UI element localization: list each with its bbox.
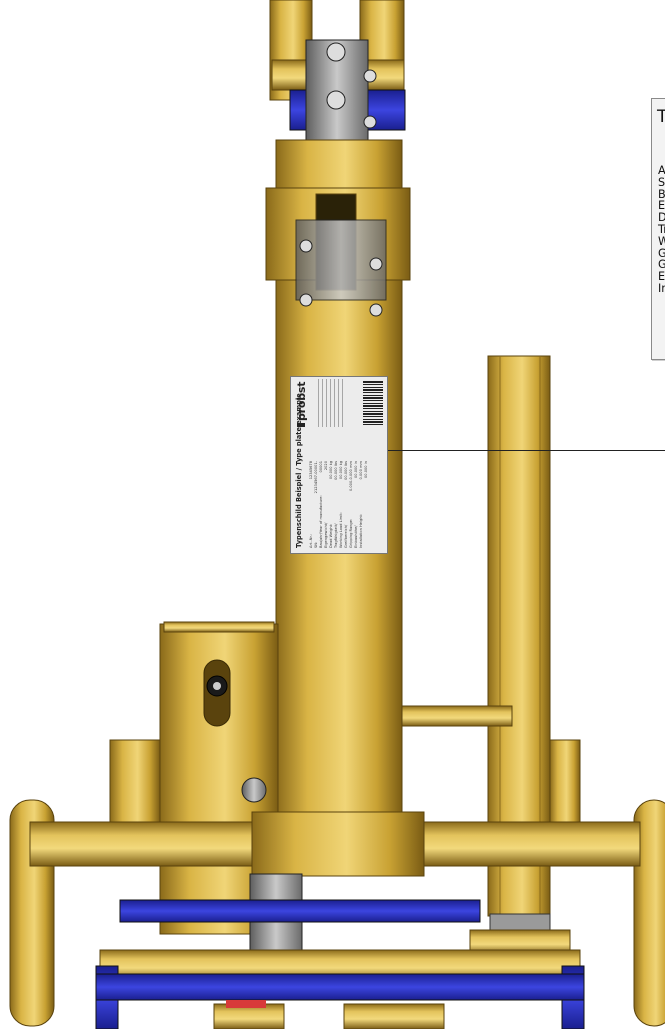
callout-title: T — [657, 107, 665, 127]
callout-lines: Ar SN Ba Ei Da Tr W G G Ei In — [658, 165, 665, 295]
type-plate-callout: T Ar SN Ba Ei Da Tr W G G Ei In — [651, 98, 665, 360]
type-plate: Typenschild Beispiel / Type plate exampl… — [290, 376, 388, 554]
top-linkage — [269, 0, 406, 151]
callout-line: W — [658, 234, 665, 248]
callout-line: Tr — [658, 222, 665, 236]
plate-value: 21234567-00001-00001 — [314, 461, 323, 494]
plate-field: Installation Height: — [359, 513, 363, 548]
barcode-icon — [363, 381, 383, 425]
callout-line: Ba — [658, 187, 665, 201]
base-frame — [9, 739, 665, 1029]
callout-line: G — [658, 258, 665, 272]
type-plate-fields: Art.-Nr.: SN: Baujahr/Year of manufactur… — [309, 495, 364, 548]
probst-logo: probst — [295, 382, 308, 427]
plate-value: 00.000 in — [364, 461, 368, 478]
callout-line: In — [658, 281, 665, 295]
callout-line: Ei — [658, 270, 665, 284]
manufacturer-info-block — [315, 379, 343, 427]
callout-line: Ei — [658, 199, 665, 213]
callout-line: G — [658, 246, 665, 260]
callout-line: Da — [658, 211, 665, 225]
type-plate-values: 12345678 21234567-00001-00001 2020 00.00… — [309, 461, 369, 501]
callout-line: SN — [658, 175, 665, 189]
callout-line: Ar — [658, 164, 665, 177]
leader-line — [388, 450, 665, 451]
